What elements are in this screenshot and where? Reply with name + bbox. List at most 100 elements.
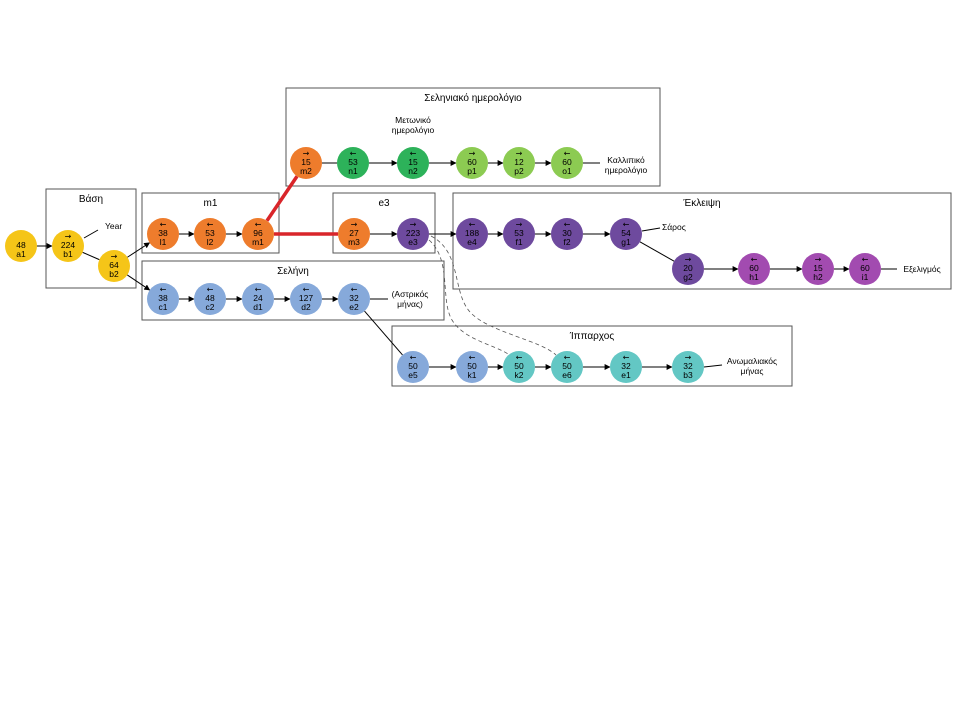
gear-id: b2 (109, 269, 119, 279)
group-box-ipparchos (391, 325, 793, 387)
gear-teeth: 53 (205, 228, 215, 238)
gear-teeth: 50 (514, 361, 524, 371)
gear-circle (290, 283, 322, 315)
direction-arrow-icon: → (516, 149, 523, 158)
tail-line-b3 (703, 364, 723, 368)
edge-b2-c1 (126, 274, 151, 291)
gear-circle (5, 230, 37, 262)
gear-id: l1 (160, 237, 167, 247)
group-box-selinaiko (285, 87, 661, 187)
label-exeligmos: Εξελιγμός (903, 264, 940, 274)
gear-id: n2 (408, 166, 418, 176)
gear-circle (338, 218, 370, 250)
direction-arrow-icon: ← (410, 149, 417, 158)
gear-teeth: 48 (205, 293, 215, 303)
direction-arrow-icon: ← (469, 220, 476, 229)
direction-arrow-icon: ← (751, 255, 758, 264)
edge-b1-b2 (82, 251, 100, 261)
gear-id: d2 (301, 302, 311, 312)
gear-id: m1 (252, 237, 264, 247)
group-box-m1 (141, 192, 280, 254)
gear-teeth: 38 (158, 228, 168, 238)
gear-teeth: 15 (813, 263, 823, 273)
gear-teeth: 15 (301, 157, 311, 167)
gear-circle (397, 351, 429, 383)
group-title-ekleipsi: Έκλειψη (682, 198, 720, 209)
gear-teeth: 60 (860, 263, 870, 273)
gear-circle (242, 283, 274, 315)
direction-arrow-icon: ← (623, 220, 630, 229)
label-metoniko-line: Μετωνικό (395, 115, 431, 125)
gear-teeth: 50 (562, 361, 572, 371)
gear-circle (802, 253, 834, 285)
gear-circle (738, 253, 770, 285)
gear-circle (672, 351, 704, 383)
gear-circle (194, 218, 226, 250)
gear-id: i1 (862, 272, 869, 282)
gear-circle (456, 218, 488, 250)
gear-circle (551, 147, 583, 179)
gear-teeth: 38 (158, 293, 168, 303)
gear-circle (242, 218, 274, 250)
gear-id: o1 (562, 166, 572, 176)
direction-arrow-icon: ← (207, 285, 214, 294)
gear-circle (147, 218, 179, 250)
direction-arrow-icon: ← (160, 220, 167, 229)
gear-id: e2 (349, 302, 359, 312)
gear-circle (337, 147, 369, 179)
label-saros: Σάρος (662, 222, 686, 232)
gear-teeth: 60 (467, 157, 477, 167)
gear-teeth: 60 (749, 263, 759, 273)
gear-id: e4 (467, 237, 477, 247)
gear-circle (98, 250, 130, 282)
gear-circle (610, 218, 642, 250)
tail-line-g1 (641, 227, 661, 232)
label-astrikos-line: μήνας) (397, 299, 423, 309)
gear-teeth: 188 (465, 228, 479, 238)
gear-teeth: 27 (349, 228, 359, 238)
gear-circle (849, 253, 881, 285)
direction-arrow-icon: → (516, 220, 523, 229)
gear-teeth: 32 (683, 361, 693, 371)
gear-id: e3 (408, 237, 418, 247)
group-title-ipparchos: Ίππαρχος (569, 331, 615, 342)
label-year: Year (105, 221, 122, 231)
gear-id: a1 (16, 249, 26, 259)
label-anomaliakos-line: Ανωμαλιακός (727, 356, 777, 366)
gear-teeth: 50 (408, 361, 418, 371)
direction-arrow-icon: ← (564, 220, 571, 229)
group-box-vasi (45, 188, 137, 289)
gear-circle (456, 147, 488, 179)
direction-arrow-icon: → (815, 255, 822, 264)
gear-id: f1 (515, 237, 522, 247)
gear-id: b1 (63, 249, 73, 259)
gear-circle (672, 253, 704, 285)
direction-arrow-icon: → (469, 149, 476, 158)
direction-arrow-icon: ← (410, 353, 417, 362)
group-title-m1: m1 (204, 198, 218, 209)
direction-arrow-icon: → (685, 353, 692, 362)
